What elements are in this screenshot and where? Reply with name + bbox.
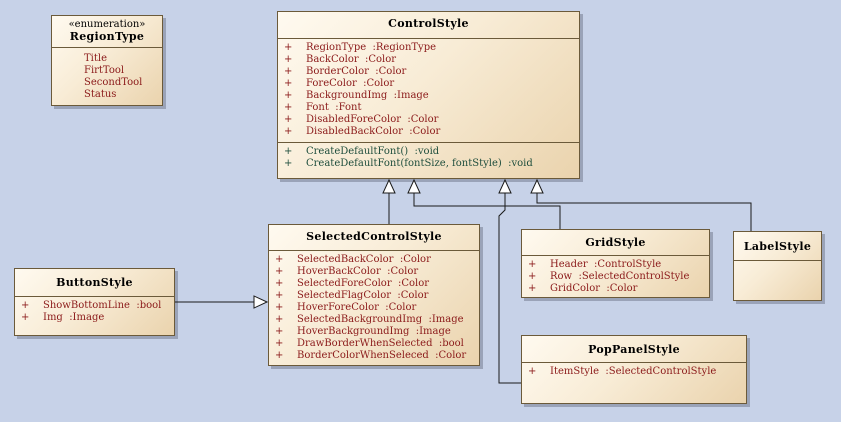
attribute-row: +SelectedFlagColor :Color — [275, 290, 429, 301]
attribute-section: +RegionType :RegionType +BackColor :Colo… — [278, 39, 579, 142]
attribute-section: +SelectedBackColor :Color +HoverBackColo… — [269, 251, 479, 366]
attribute-row: +DrawBorderWhenSelected :bool — [275, 338, 464, 349]
class-name: RegionType — [69, 30, 145, 43]
attribute-row: +DisabledBackColor :Color — [284, 126, 441, 137]
attribute-row: +Header :ControlStyle — [528, 259, 662, 270]
class-header: GridStyle — [522, 230, 709, 256]
arrowhead-inheritance — [382, 178, 396, 194]
class-header: ControlStyle — [278, 12, 579, 39]
enum-literal: SecondTool — [84, 77, 143, 88]
arrowhead-inheritance — [498, 178, 512, 194]
attribute-row: +ShowBottomLine :bool — [21, 300, 162, 311]
attribute-row: +BorderColor :Color — [284, 66, 407, 77]
attribute-row: +HoverBackColor :Color — [275, 266, 419, 277]
class-header: ButtonStyle — [15, 269, 174, 297]
arrowhead-inheritance — [530, 178, 544, 194]
class-header: «enumeration» RegionType — [52, 16, 162, 48]
class-name: GridStyle — [585, 236, 646, 249]
attribute-row: +BorderColorWhenSeleced :Color — [275, 350, 467, 361]
attribute-section: +ShowBottomLine :bool +Img :Image — [15, 297, 174, 328]
class-header: PopPanelStyle — [522, 336, 746, 363]
attribute-row: +GridColor :Color — [528, 283, 638, 294]
class-name: PopPanelStyle — [588, 343, 680, 356]
attribute-row: +HoverForeColor :Color — [275, 302, 417, 313]
operation-row: +CreateDefaultFont(fontSize, fontStyle) … — [284, 158, 533, 169]
class-buttonstyle[interactable]: ButtonStyle +ShowBottomLine :bool +Img :… — [14, 268, 175, 336]
attribute-row: +SelectedBackgroundImg :Image — [275, 314, 464, 325]
class-gridstyle[interactable]: GridStyle +Header :ControlStyle +Row :Se… — [521, 229, 710, 298]
class-name: LabelStyle — [743, 240, 812, 253]
class-name: ButtonStyle — [56, 276, 133, 289]
enum-literal: Title — [84, 53, 108, 64]
attribute-section: +ItemStyle :SelectedControlStyle — [522, 363, 746, 382]
class-header: LabelStyle — [734, 232, 821, 261]
attribute-row: +SelectedBackColor :Color — [275, 254, 431, 265]
enum-literal: Status — [84, 89, 117, 100]
attribute-row: +RegionType :RegionType — [284, 42, 437, 53]
arrowhead-inheritance — [407, 178, 421, 194]
attribute-row: +ItemStyle :SelectedControlStyle — [528, 366, 717, 377]
operation-section: +CreateDefaultFont() :void +CreateDefaul… — [278, 142, 579, 174]
edge-labelstyle-to-controlstyle — [536, 193, 752, 231]
class-name: SelectedControlStyle — [306, 230, 442, 243]
class-name: ControlStyle — [388, 17, 469, 30]
attribute-row: +HoverBackgroundImg :Image — [275, 326, 451, 337]
attribute-row: +ForeColor :Color — [284, 78, 395, 89]
operation-row: +CreateDefaultFont() :void — [284, 146, 440, 157]
attribute-row: +Img :Image — [21, 312, 105, 323]
edge-poppanelstyle-to-controlstyle — [498, 193, 521, 384]
class-selectedcontrolstyle[interactable]: SelectedControlStyle +SelectedBackColor … — [268, 224, 480, 366]
enum-literal: FirtTool — [84, 65, 125, 76]
stereotype-label: «enumeration» — [68, 19, 146, 30]
class-labelstyle[interactable]: LabelStyle — [733, 231, 822, 301]
attribute-row: +Row :SelectedControlStyle — [528, 271, 690, 282]
class-poppanelstyle[interactable]: PopPanelStyle +ItemStyle :SelectedContro… — [521, 335, 747, 404]
class-regiontype[interactable]: «enumeration» RegionType Title FirtTool … — [51, 15, 163, 106]
attribute-section: +Header :ControlStyle +Row :SelectedCont… — [522, 256, 709, 299]
attribute-row: +SelectedForeColor :Color — [275, 278, 430, 289]
class-controlstyle[interactable]: ControlStyle +RegionType :RegionType +Ba… — [277, 11, 580, 179]
attribute-row: +DisabledForeColor :Color — [284, 114, 439, 125]
attribute-row: +BackColor :Color — [284, 54, 397, 65]
literal-section: Title FirtTool SecondTool Status — [52, 48, 162, 105]
class-header: SelectedControlStyle — [269, 225, 479, 251]
attribute-row: +BackgroundImg :Image — [284, 90, 429, 101]
attribute-row: +Font :Font — [284, 102, 362, 113]
arrowhead-inheritance — [253, 295, 269, 309]
